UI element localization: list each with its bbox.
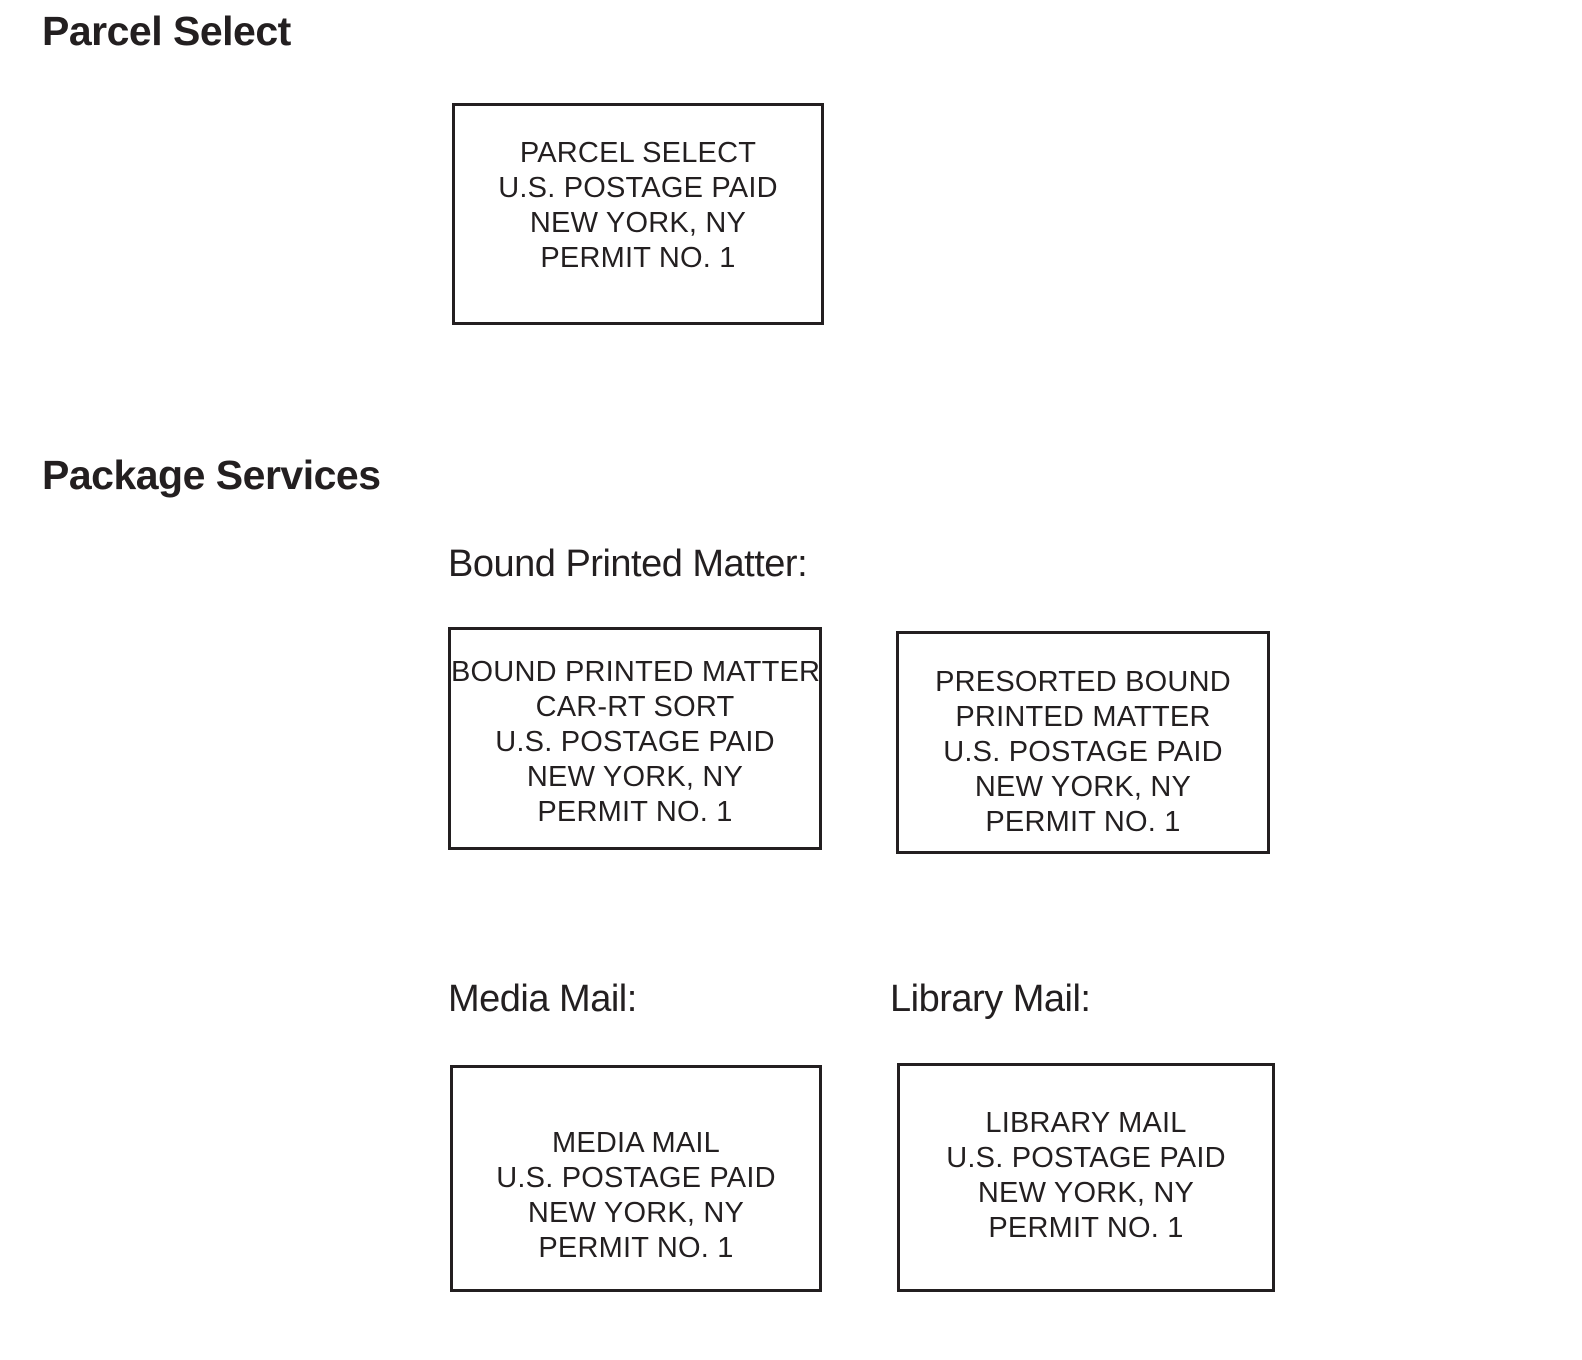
library-mail-indicia-box: LIBRARY MAIL U.S. POSTAGE PAID NEW YORK,… [897, 1063, 1275, 1292]
indicia-line: BOUND PRINTED MATTER [451, 656, 821, 688]
indicia-line: PERMIT NO. 1 [538, 1232, 734, 1264]
indicia-line: LIBRARY MAIL [985, 1107, 1187, 1139]
indicia-line: NEW YORK, NY [974, 771, 1192, 803]
indicia-line: PERMIT NO. 1 [985, 806, 1181, 838]
indicia-line: NEW YORK, NY [527, 1197, 745, 1229]
indicia-line: PARCEL SELECT [519, 137, 757, 169]
indicia-line: PERMIT NO. 1 [540, 242, 736, 274]
sub-label-library-mail: Library Mail: [890, 978, 1091, 1020]
indicia-line: PRINTED MATTER [955, 701, 1211, 733]
indicia-line: MEDIA MAIL [552, 1127, 720, 1159]
presorted-bound-printed-matter-indicia-box: PRESORTED BOUND PRINTED MATTER U.S. POST… [896, 631, 1270, 854]
indicia-line: PRESORTED BOUND [935, 666, 1231, 698]
indicia-line: PERMIT NO. 1 [988, 1212, 1184, 1244]
sub-label-bound-printed-matter: Bound Printed Matter: [448, 543, 808, 585]
indicia-line: NEW YORK, NY [977, 1177, 1195, 1209]
indicia-line: NEW YORK, NY [529, 207, 747, 239]
indicia-line: U.S. POSTAGE PAID [943, 736, 1223, 768]
indicia-line: U.S. POSTAGE PAID [946, 1142, 1226, 1174]
parcel-select-indicia-box: PARCEL SELECT U.S. POSTAGE PAID NEW YORK… [452, 103, 824, 325]
indicia-line: U.S. POSTAGE PAID [496, 1162, 776, 1194]
section-heading-parcel-select: Parcel Select [42, 8, 291, 54]
indicia-line: PERMIT NO. 1 [537, 796, 733, 828]
indicia-line: U.S. POSTAGE PAID [495, 726, 775, 758]
section-heading-package-services: Package Services [42, 452, 381, 498]
indicia-line: U.S. POSTAGE PAID [498, 172, 778, 204]
media-mail-indicia-box: MEDIA MAIL U.S. POSTAGE PAID NEW YORK, N… [450, 1065, 822, 1292]
indicia-line: CAR-RT SORT [535, 691, 735, 723]
sub-label-media-mail: Media Mail: [448, 978, 637, 1020]
bound-printed-matter-carrt-indicia-box: BOUND PRINTED MATTER CAR-RT SORT U.S. PO… [448, 627, 822, 850]
indicia-line: NEW YORK, NY [526, 761, 744, 793]
